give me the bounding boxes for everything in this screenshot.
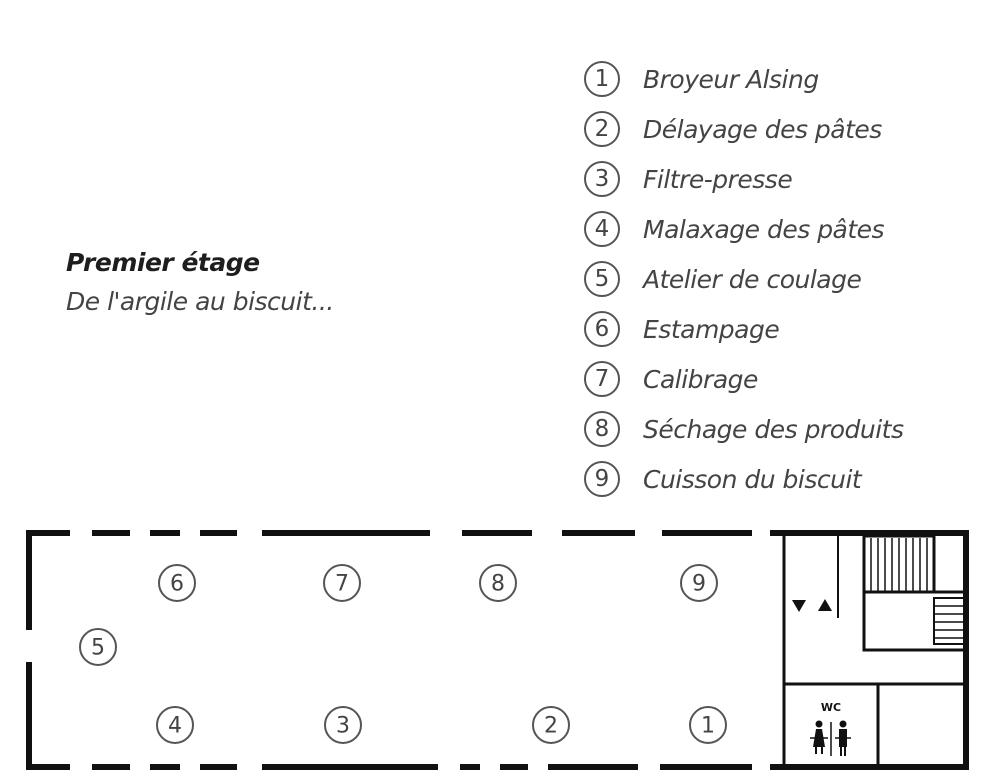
legend-number: 2	[584, 111, 620, 147]
wc-label: WC	[821, 701, 841, 714]
room-markers: 6 7 8 9 5 4 3 2	[79, 564, 727, 744]
room-marker-number: 7	[335, 572, 349, 597]
toilet-people-icon	[810, 720, 851, 756]
legend-item: 8 Séchage des produits	[584, 404, 904, 454]
room-marker-number: 3	[336, 714, 350, 739]
legend-item: 6 Estampage	[584, 304, 904, 354]
legend-label: Estampage	[643, 314, 780, 344]
legend-item: 3 Filtre-presse	[584, 154, 904, 204]
legend-item: 4 Malaxage des pâtes	[584, 204, 904, 254]
legend-label: Atelier de coulage	[643, 264, 862, 294]
legend-item: 5 Atelier de coulage	[584, 254, 904, 304]
room-marker: 7	[323, 564, 361, 602]
legend-label: Cuisson du biscuit	[643, 464, 862, 494]
room-marker: 6	[158, 564, 196, 602]
legend-label: Filtre-presse	[643, 164, 793, 194]
legend-number: 4	[584, 211, 620, 247]
legend-number: 5	[584, 261, 620, 297]
elevator-arrows-icon	[792, 599, 832, 612]
room-marker-number: 4	[168, 714, 182, 739]
legend-label: Broyeur Alsing	[643, 64, 819, 94]
room-marker: 9	[680, 564, 718, 602]
legend-item: 2 Délayage des pâtes	[584, 104, 904, 154]
legend-label: Séchage des produits	[643, 414, 904, 444]
legend-number: 1	[584, 61, 620, 97]
stair-landing	[933, 597, 965, 645]
floor-subheading: De l'argile au biscuit...	[66, 287, 334, 316]
room-marker-number: 1	[701, 714, 715, 739]
legend-number: 8	[584, 411, 620, 447]
legend-label: Malaxage des pâtes	[643, 214, 885, 244]
service-core	[782, 533, 968, 767]
room-marker: 3	[324, 706, 362, 744]
legend-item: 1 Broyeur Alsing	[584, 54, 904, 104]
room-marker: 5	[79, 628, 117, 666]
room-marker-number: 9	[692, 572, 706, 597]
legend-number: 6	[584, 311, 620, 347]
room-marker: 1	[689, 706, 727, 744]
legend-label: Délayage des pâtes	[643, 114, 882, 144]
room-marker: 8	[479, 564, 517, 602]
legend: 1 Broyeur Alsing 2 Délayage des pâtes 3 …	[584, 54, 904, 504]
legend-number: 9	[584, 461, 620, 497]
room-marker-number: 6	[170, 572, 184, 597]
room-marker-number: 5	[91, 636, 105, 661]
legend-item: 7 Calibrage	[584, 354, 904, 404]
room-marker-number: 8	[491, 572, 505, 597]
outer-walls	[26, 530, 969, 770]
room-marker-number: 2	[544, 714, 558, 739]
room-marker: 4	[156, 706, 194, 744]
legend-number: 7	[584, 361, 620, 397]
room-marker: 2	[532, 706, 570, 744]
legend-item: 9 Cuisson du biscuit	[584, 454, 904, 504]
floor-heading: Premier étage	[66, 248, 260, 277]
legend-label: Calibrage	[643, 364, 758, 394]
legend-number: 3	[584, 161, 620, 197]
